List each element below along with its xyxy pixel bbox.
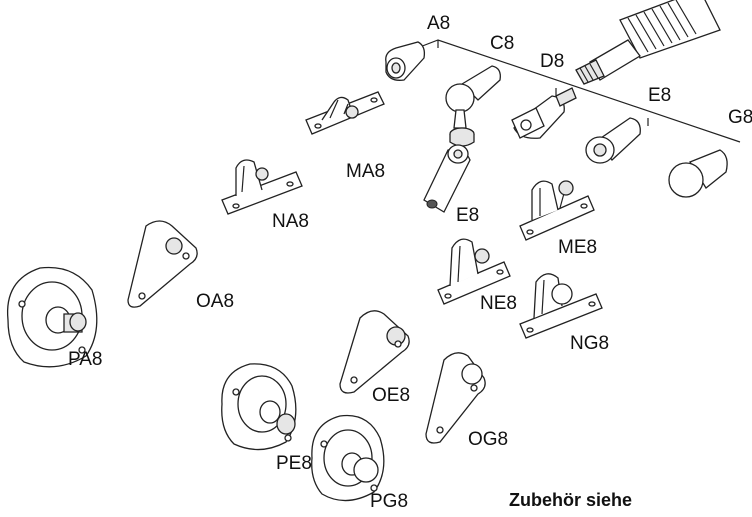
label-me8: ME8: [558, 237, 598, 258]
label-e8-mid: E8: [456, 205, 480, 226]
label-oe8: OE8: [372, 385, 411, 406]
label-na8: NA8: [272, 211, 309, 232]
part-e8-top: [585, 117, 641, 164]
part-c8: [445, 65, 501, 147]
gas-spring-rod: [575, 0, 721, 85]
part-ng8: [519, 273, 603, 339]
part-pg8: [311, 414, 385, 502]
part-og8: [425, 352, 486, 444]
part-oa8: [127, 220, 198, 308]
label-pg8: PG8: [370, 491, 409, 512]
part-me8: [519, 180, 595, 241]
part-g8: [668, 149, 728, 198]
part-pa8: [6, 266, 98, 368]
label-e8-top: E8: [648, 85, 672, 106]
label-ng8: NG8: [570, 333, 610, 354]
label-g8: G8: [728, 107, 752, 128]
part-na8: [221, 159, 303, 215]
part-oe8: [339, 310, 410, 394]
label-ma8: MA8: [346, 161, 386, 182]
label-pe8: PE8: [276, 453, 312, 474]
label-oa8: OA8: [196, 291, 235, 312]
label-d8: D8: [540, 51, 565, 72]
part-d8: [511, 87, 577, 139]
label-ne8: NE8: [480, 293, 517, 314]
label-og8: OG8: [468, 429, 509, 450]
part-pe8: [221, 363, 297, 451]
label-pa8: PA8: [68, 349, 103, 370]
label-a8: A8: [427, 13, 451, 34]
part-ma8: [305, 91, 385, 135]
part-a8: [385, 41, 426, 81]
label-c8: C8: [490, 33, 515, 54]
part-ne8: [437, 238, 511, 305]
accessories-note: Zubehör siehe: [509, 490, 633, 510]
part-e8-mid: [423, 144, 471, 213]
